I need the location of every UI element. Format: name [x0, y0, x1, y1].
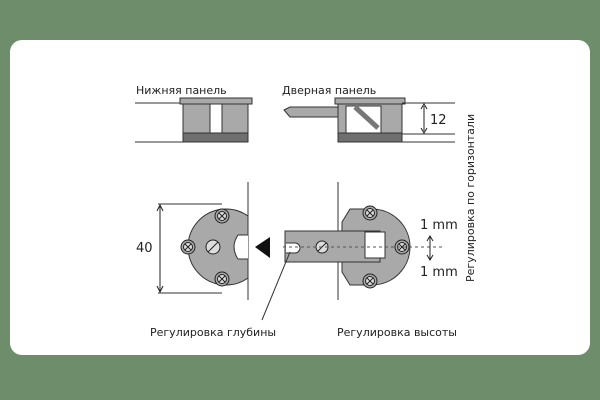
horizontal-adjust-label: Регулировка по горизонтали	[464, 114, 477, 282]
bottom-panel-side-view	[135, 97, 253, 143]
door-panel-label: Дверная панель	[282, 84, 376, 97]
diameter-label: 40	[136, 241, 153, 256]
thickness-label: 12	[430, 113, 447, 128]
up-mm-label: 1 mm	[420, 218, 458, 233]
hinge-front-view	[261, 182, 442, 321]
depth-adjust-label: Регулировка глубины	[150, 326, 276, 339]
bottom-panel-label: Нижняя панель	[136, 84, 227, 97]
down-mm-label: 1 mm	[420, 265, 458, 280]
door-panel-side-view	[283, 97, 455, 143]
height-adjust-label: Регулировка высоты	[337, 326, 457, 339]
mounting-plate-front-view	[156, 182, 270, 300]
diagram-card	[10, 40, 590, 355]
